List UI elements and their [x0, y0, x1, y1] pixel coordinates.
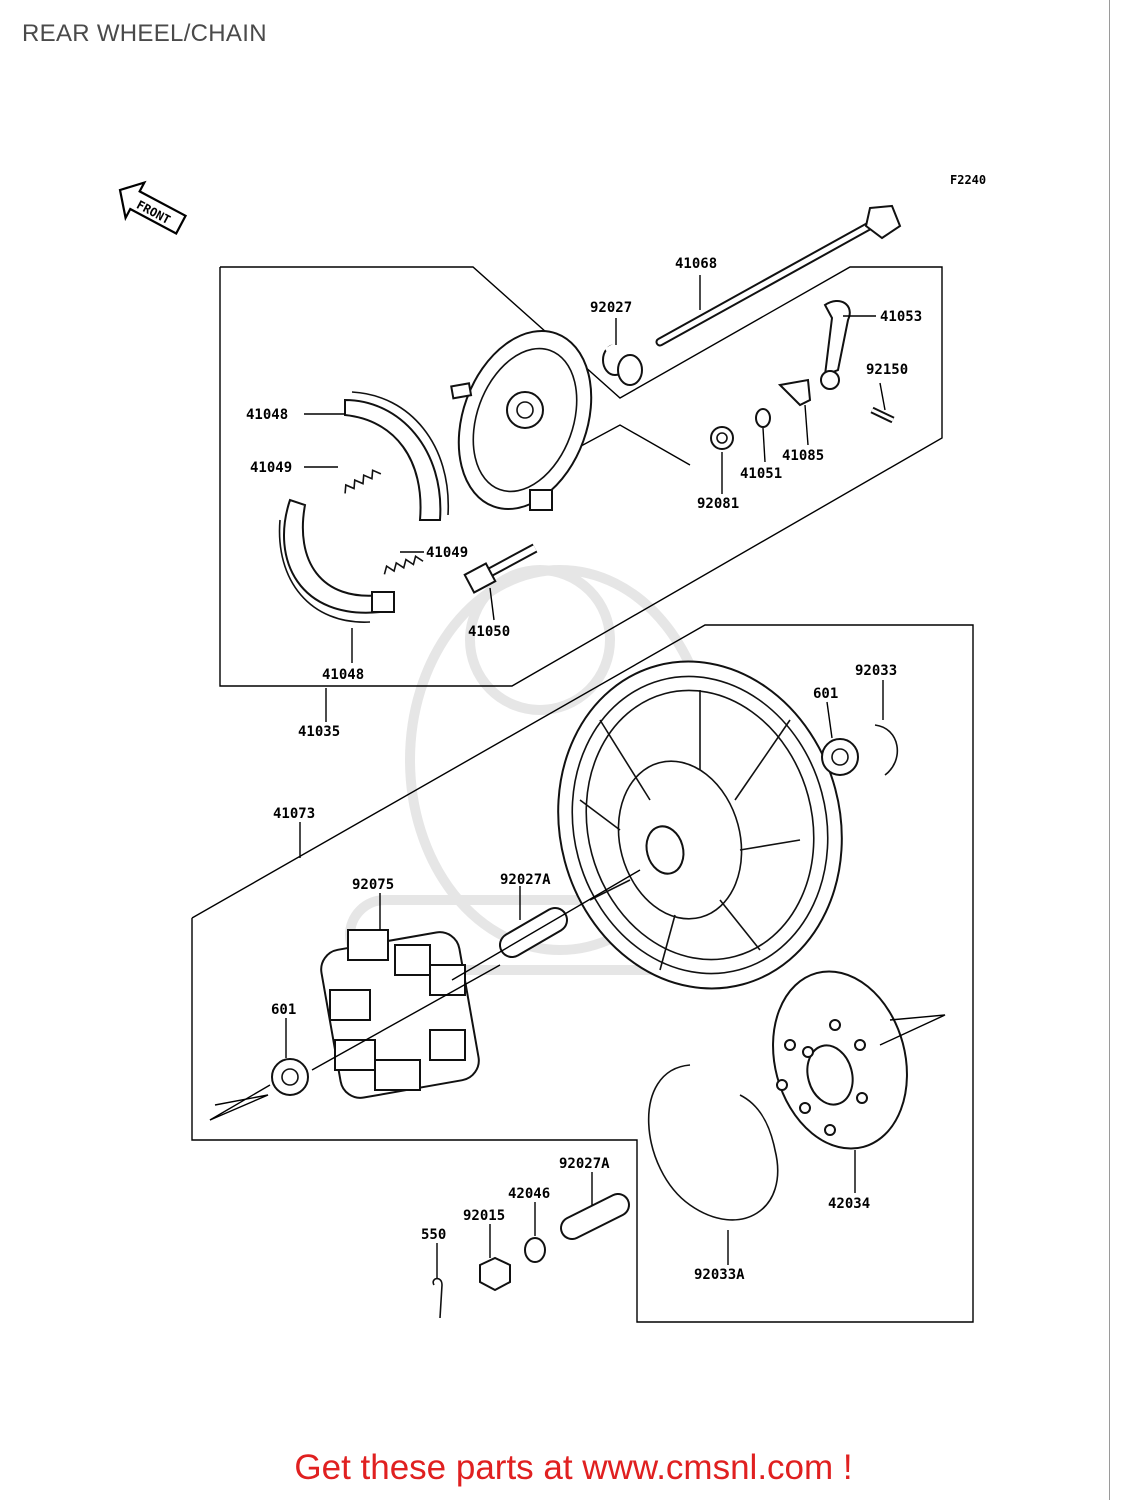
indicator-41085: [777, 378, 812, 407]
page-title: REAR WHEEL/CHAIN: [22, 20, 267, 47]
circlip-92033: [874, 724, 899, 776]
label-42046: 42046: [508, 1186, 550, 1202]
wheel-group-outline: [191, 624, 974, 1323]
circlip-92033A: [647, 1064, 779, 1221]
brake-shoe-upper: [344, 391, 449, 521]
label-92015: 92015: [463, 1208, 505, 1224]
label-601-lower: 601: [271, 1002, 296, 1018]
label-92027A: 92027A: [500, 872, 551, 888]
label-41048-upper: 41048: [246, 407, 288, 423]
label-92150: 92150: [866, 362, 908, 378]
label-41053: 41053: [880, 309, 922, 325]
bolt-92150: [870, 406, 895, 424]
brake-cam: [463, 543, 538, 594]
label-92075: 92075: [352, 877, 394, 893]
spring-92081: [710, 426, 734, 450]
brake-arm-41053: [820, 300, 851, 390]
label-601-upper: 601: [813, 686, 838, 702]
collar-92027A-lower: [560, 1193, 630, 1240]
label-41035: 41035: [298, 724, 340, 740]
label-41049-upper: 41049: [250, 460, 292, 476]
label-550: 550: [421, 1227, 446, 1243]
brake-shoe-lower: [278, 498, 395, 623]
sprocket-42034: [772, 970, 908, 1150]
collar-92027: [602, 337, 643, 386]
page-divider: [1109, 0, 1110, 1500]
label-41073: 41073: [273, 806, 315, 822]
leader-lines: [209, 275, 946, 1278]
part-labels: 41068 92027 41053 92150 41048 41049 4104…: [246, 256, 922, 1283]
label-41049-lower: 41049: [426, 545, 468, 561]
rear-axle: [655, 204, 902, 347]
label-41068: 41068: [675, 256, 717, 272]
washer-41051: [755, 408, 771, 428]
get-parts-link[interactable]: Get these parts at www.cmsnl.com !: [294, 1448, 853, 1487]
label-42034: 42034: [828, 1196, 870, 1212]
label-41048-lower: 41048: [322, 667, 364, 683]
label-92033: 92033: [855, 663, 897, 679]
rear-wheel: [557, 660, 843, 990]
spring-41049-lower: [383, 555, 424, 575]
label-92081: 92081: [697, 496, 739, 512]
label-92027: 92027: [590, 300, 632, 316]
front-arrow-icon: FRONT: [118, 180, 188, 235]
nut-92015: [479, 1256, 511, 1292]
bearing-601-lower: [271, 1058, 309, 1096]
brake-group-outline: [219, 266, 943, 687]
bearing-601-upper: [821, 738, 859, 776]
label-92027A-lower: 92027A: [559, 1156, 610, 1172]
label-41050: 41050: [468, 624, 510, 640]
spring-41049-upper: [344, 469, 382, 494]
label-92033A: 92033A: [694, 1267, 745, 1283]
hub-damper-92075: [320, 929, 480, 1099]
label-41051: 41051: [740, 466, 782, 482]
washer-42046: [524, 1237, 546, 1263]
brake-panel: [450, 329, 593, 511]
cotter-pin-550: [432, 1277, 443, 1319]
label-41085: 41085: [782, 448, 824, 464]
parts-diagram: F2240 FRONT: [118, 173, 986, 1323]
figure-code: F2240: [950, 173, 986, 187]
